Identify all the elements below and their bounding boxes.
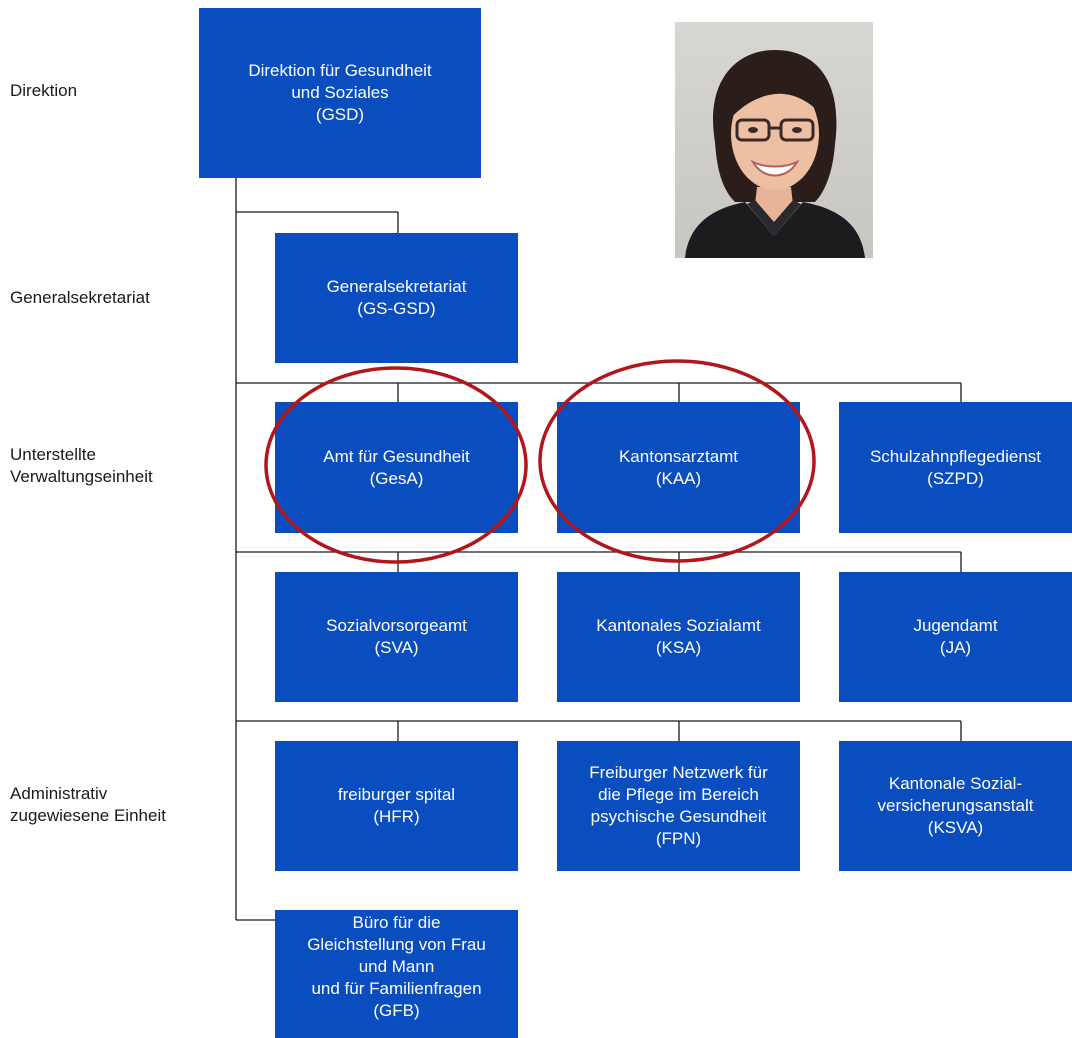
- level-label-generalsekretariat: Generalsekretariat: [10, 288, 150, 307]
- portrait-illustration: [685, 50, 865, 258]
- unit-sva: Sozialvorsorgeamt (SVA): [275, 572, 518, 702]
- highlight-ellipse-gesa: [264, 366, 528, 564]
- level-label-direktion: Direktion: [10, 81, 78, 100]
- unit-ja: Jugendamt (JA): [839, 572, 1072, 702]
- unit-fpn: Freiburger Netzwerk für die Pflege im Be…: [557, 741, 800, 871]
- unit-gs-gsd: Generalsekretariat (GS-GSD): [275, 233, 518, 363]
- unit-ksa: Kantonales Sozialamt (KSA): [557, 572, 800, 702]
- unit-szpd: Schulzahnpflegedienst (SZPD): [839, 402, 1072, 533]
- unit-gfb: Büro für die Gleichstellung von Frau und…: [275, 910, 518, 1038]
- unit-gsd: Direktion für Gesundheit und Soziales (G…: [199, 8, 481, 178]
- portrait-photo: [675, 22, 873, 258]
- unit-kaa: Kantonsarztamt (KAA): [557, 402, 800, 533]
- unit-gesa: Amt für Gesundheit (GesA): [275, 402, 518, 533]
- level-label-administrativ: Administrativ zugewiesene Einheit: [10, 784, 166, 825]
- unit-hfr: freiburger spital (HFR): [275, 741, 518, 871]
- unit-ksva: Kantonale Sozial- versicherungsanstalt (…: [839, 741, 1072, 871]
- highlight-ellipse-kaa: [538, 359, 816, 563]
- level-label-unterstellte: Unterstellte Verwaltungseinheit: [10, 445, 153, 486]
